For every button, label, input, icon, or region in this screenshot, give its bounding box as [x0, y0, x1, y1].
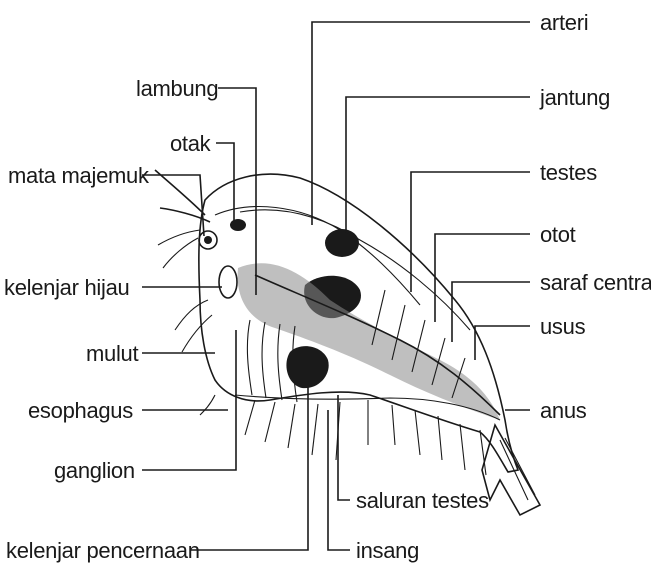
legs — [245, 400, 486, 475]
label-mulut: mulut — [86, 341, 138, 366]
label-otot: otot — [540, 222, 576, 247]
green-gland — [219, 266, 237, 298]
label-jantung: jantung — [539, 85, 610, 110]
heart — [325, 229, 359, 257]
label-saluran-testes: saluran testes — [356, 488, 489, 513]
label-saraf-central: saraf central — [540, 270, 651, 295]
label-otak: otak — [170, 131, 212, 156]
tail-fan — [482, 425, 540, 515]
label-ganglion: ganglion — [54, 458, 135, 483]
label-usus: usus — [540, 314, 586, 339]
label-arteri: arteri — [540, 10, 588, 35]
brain — [230, 219, 246, 231]
label-kelenjar-hijau: kelenjar hijau — [4, 275, 129, 300]
digestive-gland — [238, 263, 500, 420]
label-insang: insang — [356, 538, 419, 563]
shrimp-illustration — [155, 170, 540, 515]
label-anus: anus — [540, 398, 587, 423]
label-kelenjar-pencernaan: kelenjar pencernaan — [6, 538, 200, 563]
label-lambung: lambung — [136, 76, 218, 101]
label-testes: testes — [540, 160, 597, 185]
label-mata-majemuk: mata majemuk — [8, 163, 150, 188]
label-esophagus: esophagus — [28, 398, 133, 423]
